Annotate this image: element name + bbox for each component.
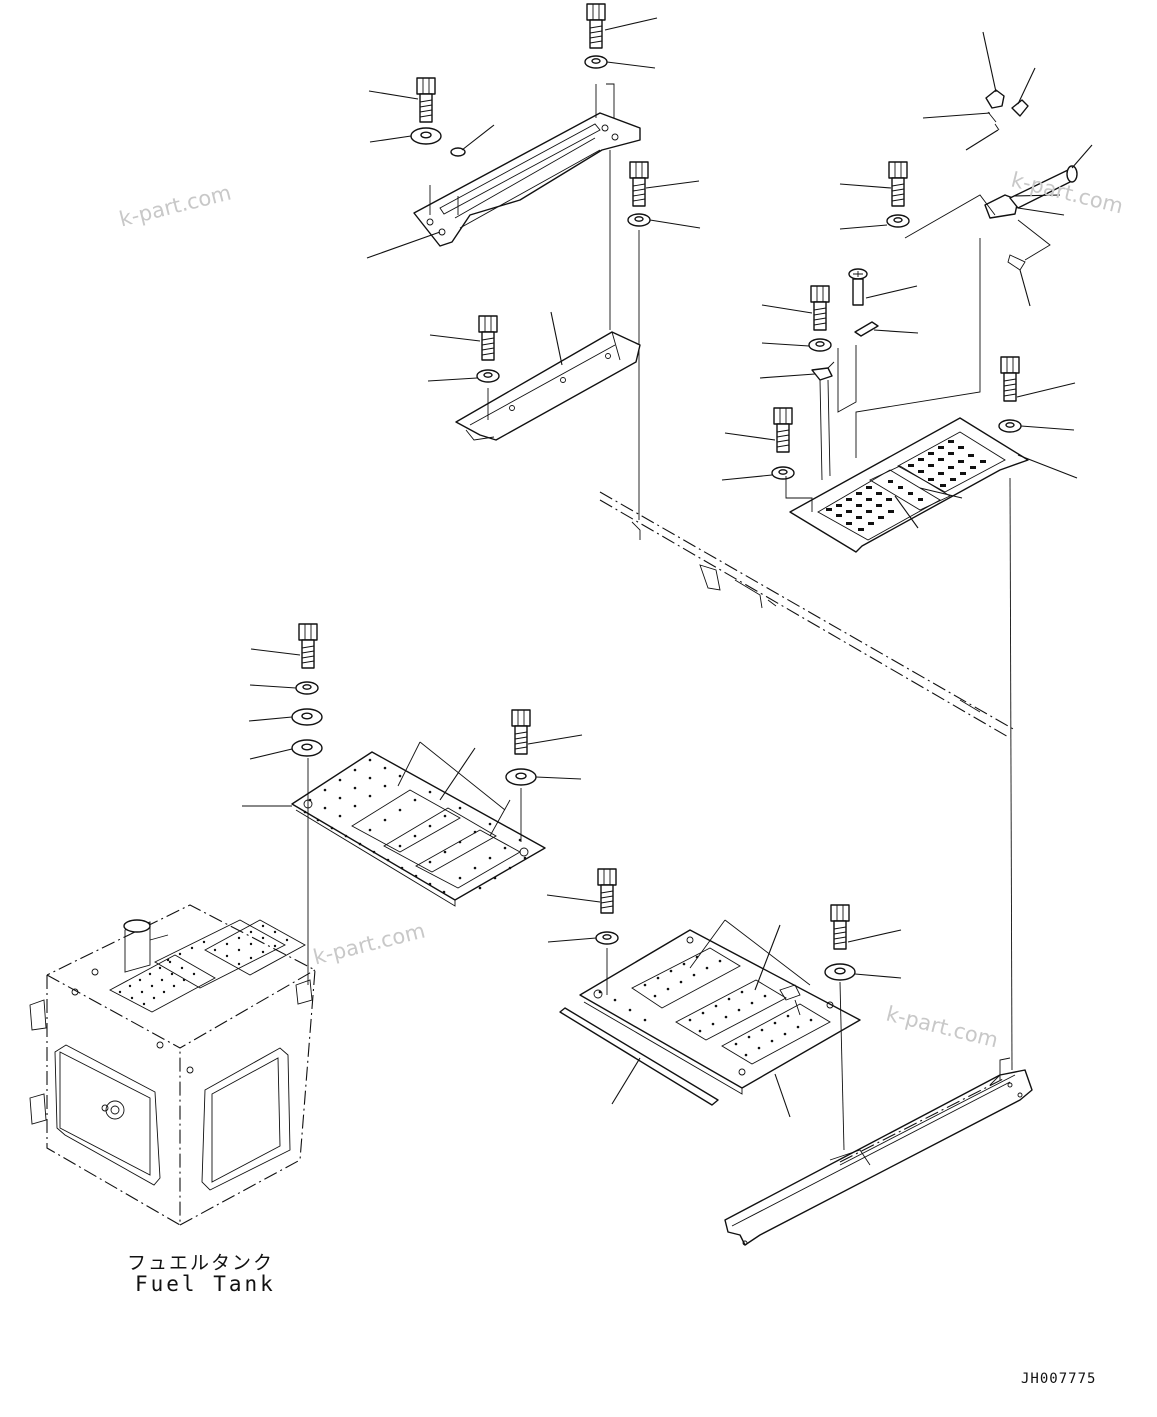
- washer-icon: [998, 419, 1022, 433]
- upper-right-step-group: [721, 31, 1093, 553]
- washer-icon: [886, 214, 910, 228]
- washer-icon: [291, 708, 323, 726]
- washer-icon: [824, 963, 856, 981]
- washer-icon: [505, 768, 537, 786]
- bolt-icon: [773, 407, 793, 453]
- washer-icon: [595, 931, 619, 945]
- fuel-tank-label-en: Fuel Tank: [135, 1272, 276, 1296]
- washer-icon: [771, 466, 795, 480]
- bolt-icon: [1000, 356, 1020, 402]
- top-bracket-plate: [413, 112, 641, 247]
- fuel-tank: [29, 904, 316, 1226]
- bolt-icon: [888, 161, 908, 207]
- lower-cover-plate: [579, 929, 861, 1089]
- bolt-icon: [478, 315, 498, 361]
- center-bar-bracket: [427, 311, 641, 441]
- washer-icon: [291, 739, 323, 757]
- lower-right-rail: [724, 477, 1033, 1246]
- bolt-icon: [629, 161, 649, 207]
- grated-step-plate: [789, 417, 1029, 553]
- frame-member-dashed: [599, 491, 1016, 739]
- bolt-icon: [586, 3, 606, 49]
- bolt-icon: [830, 904, 850, 950]
- washer-icon: [584, 55, 608, 69]
- washer-icon: [808, 338, 832, 352]
- bolt-icon: [810, 285, 830, 331]
- washer-icon: [295, 681, 319, 695]
- bolt-icon: [597, 868, 617, 914]
- bolt-icon: [298, 623, 318, 669]
- drawing-number: JH007775: [1021, 1371, 1097, 1387]
- seal-strip: [559, 1007, 719, 1106]
- top-bracket-group: [366, 3, 701, 520]
- washer-icon: [476, 369, 500, 383]
- fuel-tank-label-jp: フュエルタンク: [127, 1252, 275, 1274]
- bolt-icon: [416, 77, 436, 123]
- washer-icon: [410, 127, 442, 145]
- washer-icon: [627, 213, 651, 227]
- left-perforated-cover-group: [242, 623, 583, 985]
- bolt-icon: [511, 709, 531, 755]
- lower-perforated-cover-group: [546, 868, 902, 1151]
